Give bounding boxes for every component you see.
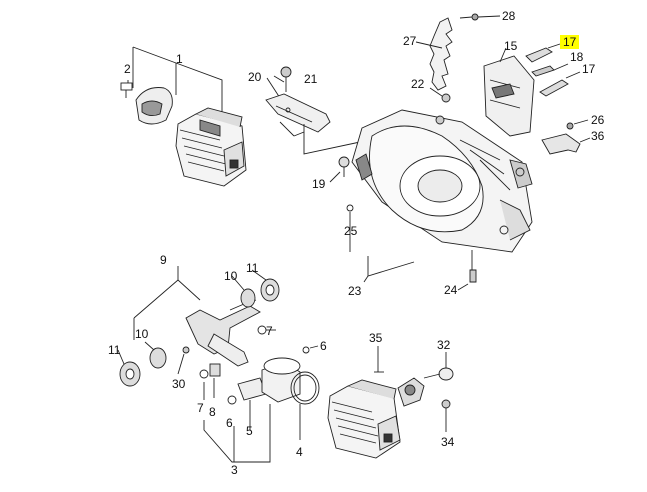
callout-24: 24 [444, 283, 458, 297]
callout-5: 5 [246, 424, 253, 438]
callout-18: 18 [570, 50, 584, 64]
callout-34: 34 [441, 435, 455, 449]
callout-19: 19 [312, 177, 326, 191]
crankshaft-assembly [117, 266, 280, 400]
callout-22: 22 [411, 77, 425, 91]
callout-23: 23 [348, 284, 362, 298]
chain-catcher-plate [415, 13, 501, 91]
crankcase-housing [329, 87, 533, 291]
callout-1: 1 [176, 52, 183, 66]
callout-2: 2 [124, 62, 131, 76]
callout-36: 36 [591, 129, 605, 143]
callout-6a: 6 [320, 339, 327, 353]
callout-9: 9 [160, 253, 167, 267]
callout-8: 8 [209, 405, 216, 419]
lever-part [541, 119, 591, 155]
callout-26: 26 [591, 113, 605, 127]
callout-10a: 10 [224, 269, 238, 283]
piston-assembly [203, 345, 320, 463]
callout-32: 32 [437, 338, 451, 352]
callout-3: 3 [231, 463, 238, 477]
callout-17: 17 [582, 62, 596, 76]
callout-4: 4 [296, 445, 303, 459]
callout-15: 15 [504, 39, 518, 53]
callout-21: 21 [304, 72, 318, 86]
callout-30: 30 [172, 377, 186, 391]
callout-28: 28 [502, 9, 516, 23]
callout-11b: 11 [108, 343, 121, 357]
callout-6b: 6 [226, 416, 233, 430]
callout-20: 20 [248, 70, 262, 84]
air-guide-part [265, 66, 361, 155]
callout-25: 25 [344, 224, 358, 238]
callout-11a: 11 [246, 261, 259, 275]
cylinder-assembly-top [120, 46, 247, 187]
cylinder-assembly-bottom [327, 346, 454, 459]
callout-17-highlighted: 17 [560, 35, 580, 49]
callout-10b: 10 [135, 327, 149, 341]
callout-7a: 7 [266, 324, 273, 338]
callout-35: 35 [369, 331, 383, 345]
callout-27: 27 [403, 34, 417, 48]
callout-7b: 7 [197, 401, 204, 415]
cover-plate-right [483, 43, 581, 137]
